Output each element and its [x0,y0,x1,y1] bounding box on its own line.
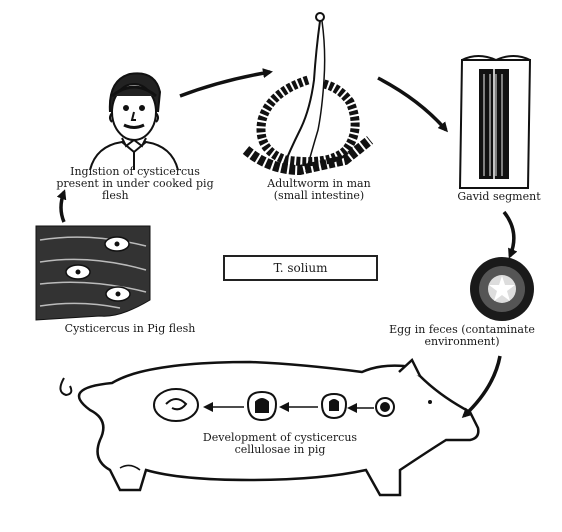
adult-worm-label-line2: (small intestine) [256,190,382,202]
cysticercus-label: Cysticercus in Pig flesh [30,323,230,335]
gravid-segment-label: Gavid segment [440,191,558,203]
gravid-segment-illustration [460,56,530,188]
species-label-box: T. solium [223,255,378,281]
pig-illustration [60,360,478,495]
pig-flesh-illustration [36,226,150,320]
cysticercus-label-line1: Cysticercus in Pig flesh [30,323,230,335]
gravid-segment-label-line1: Gavid segment [440,191,558,203]
ingestion-label: Ingistion of cysticercus present in unde… [46,166,224,202]
egg-label-line2: environment) [376,336,548,348]
ingestion-label-line3: flesh [46,190,224,202]
species-label: T. solium [273,261,327,275]
ingestion-label-line2: present in under cooked pig [46,178,224,190]
egg-illustration [470,257,534,321]
adult-worm-label: Adultworm in man (small intestine) [256,178,382,202]
development-label: Development of cysticercus cellulosae in… [186,432,374,456]
man-illustration [90,73,178,170]
adult-worm-illustration [246,13,370,172]
egg-label: Egg in feces (contaminate environment) [376,324,548,348]
development-label-line2: cellulosae in pig [186,444,374,456]
